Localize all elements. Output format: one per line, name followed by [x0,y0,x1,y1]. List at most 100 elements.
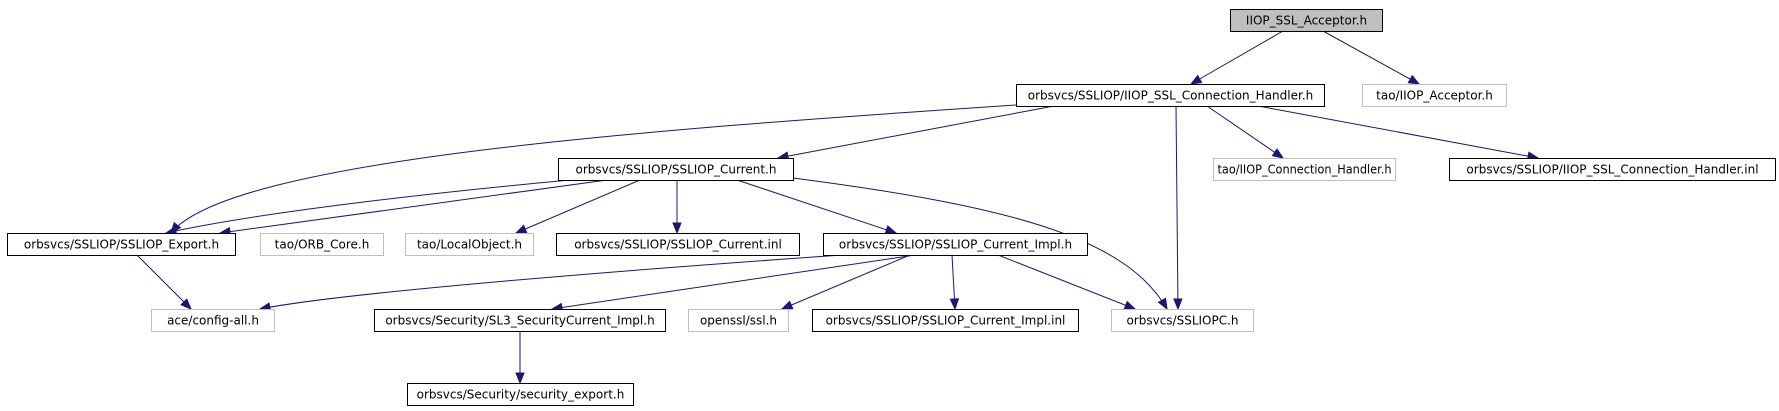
arrowhead-icon [949,298,960,311]
arrowhead-icon [1123,300,1137,310]
node-box [1111,309,1254,332]
node-n14[interactable]: orbsvcs/SSLIOP/SSLIOP_Current_Impl.inl [812,309,1079,332]
node-label: orbsvcs/SSLIOP/SSLIOP_Current_Impl.h [839,238,1072,252]
edge-line [792,177,1168,310]
edge-n0-n2 [1322,30,1421,85]
edge-line [219,179,608,234]
arrowhead-icon [1157,297,1168,311]
edge-line [515,179,641,234]
node-box [823,233,1088,256]
node-n0: IIOP_SSL_Acceptor.h [1230,9,1383,32]
edge-n3-n8 [514,179,641,234]
node-label: tao/IIOP_Connection_Handler.h [1218,163,1392,177]
edge-n10-n15 [997,254,1137,310]
edge-line [1206,105,1284,159]
node-box [1213,158,1396,181]
node-label: openssl/ssl.h [700,314,777,328]
node-label: orbsvcs/SSLIOP/SSLIOP_Current_Impl.inl [826,314,1066,328]
node-label: orbsvcs/Security/security_export.h [417,388,625,402]
edge-n0-n1 [1189,30,1284,85]
arrowhead-icon [514,224,528,234]
node-n2: tao/IIOP_Acceptor.h [1362,84,1507,107]
node-box [1362,84,1507,107]
edge-n6-n11 [136,254,192,310]
edge-line [1175,105,1179,310]
arrowhead-icon [1189,74,1203,85]
node-box [260,233,384,256]
node-n1[interactable]: orbsvcs/SSLIOP/IIOP_SSL_Connection_Handl… [1016,84,1325,107]
arrowhead-icon [515,372,525,385]
edge-n3-n7 [218,179,608,237]
edge-n3-n15 [792,177,1168,311]
edge-n10-n12 [550,254,916,313]
node-label: orbsvcs/SSLIOP/SSLIOP_Current.h [576,163,777,177]
node-label: orbsvcs/SSLIOP/IIOP_SSL_Connection_Handl… [1028,89,1313,103]
node-box [374,309,666,332]
arrowhead-icon [180,298,192,310]
edge-n12-n16 [515,331,525,385]
edge-n1-n3 [776,105,1055,161]
node-n8: tao/LocalObject.h [405,233,534,256]
node-n10[interactable]: orbsvcs/SSLIOP/SSLIOP_Current_Impl.h [823,233,1088,256]
edge-line [1190,30,1284,85]
edge-n3-n10 [736,179,898,235]
arrowhead-icon [1271,148,1285,159]
node-label: ace/config-all.h [167,314,259,328]
edges-layer [136,30,1540,385]
node-box [688,309,789,332]
arrowhead-icon [780,300,794,310]
node-box [1230,9,1383,32]
edge-n10-n14 [949,254,960,311]
arrowhead-icon [1407,74,1421,85]
node-n13: openssl/ssl.h [688,309,789,332]
node-box [407,383,634,406]
node-box [1016,84,1325,107]
node-label: tao/LocalObject.h [417,238,522,252]
node-n12[interactable]: orbsvcs/Security/SL3_SecurityCurrent_Imp… [374,309,666,332]
node-n7: tao/ORB_Core.h [260,233,384,256]
node-n4: tao/IIOP_Connection_Handler.h [1213,158,1396,181]
node-box [558,158,794,181]
edge-line [165,179,571,234]
arrowhead-icon [1173,298,1183,311]
node-label: orbsvcs/SSLIOP/IIOP_SSL_Connection_Handl… [1466,163,1758,177]
edge-line [781,254,911,310]
node-label: tao/ORB_Core.h [275,238,370,252]
node-box [556,233,800,256]
node-label: orbsvcs/SSLIOPC.h [1126,314,1238,328]
node-label: orbsvcs/Security/SL3_SecurityCurrent_Imp… [385,314,654,328]
node-box [812,309,1079,332]
node-n9[interactable]: orbsvcs/SSLIOP/SSLIOP_Current.inl [556,233,800,256]
edge-line [736,179,897,234]
edge-n3-n6 [164,179,571,236]
edge-line [170,104,1017,234]
edge-n10-n11 [258,254,843,312]
node-n5[interactable]: orbsvcs/SSLIOP/IIOP_SSL_Connection_Handl… [1449,158,1776,181]
nodes-layer: IIOP_SSL_Acceptor.h orbsvcs/SSLIOP/IIOP_S… [7,9,1776,406]
edge-n3-n9 [672,180,682,235]
node-box [405,233,534,256]
edge-n1-n4 [1206,105,1285,159]
edge-line [259,254,843,310]
node-n16[interactable]: orbsvcs/Security/security_export.h [407,383,634,406]
node-label: orbsvcs/SSLIOP/SSLIOP_Export.h [24,238,219,252]
node-box [7,233,236,256]
edge-line [551,254,916,310]
arrowhead-icon [672,222,682,235]
node-n11: ace/config-all.h [151,309,275,332]
node-n6[interactable]: orbsvcs/SSLIOP/SSLIOP_Export.h [7,233,236,256]
edge-line [1322,30,1420,85]
edge-line [997,254,1136,310]
edge-line [777,105,1055,159]
node-label: IIOP_SSL_Acceptor.h [1246,14,1367,28]
node-n15: orbsvcs/SSLIOPC.h [1111,309,1254,332]
edge-n1-n15 [1173,105,1183,311]
node-box [151,309,275,332]
node-box [1449,158,1776,181]
node-label: orbsvcs/SSLIOP/SSLIOP_Current.inl [574,238,782,252]
edge-line [1257,105,1539,159]
edge-line [136,254,192,310]
edge-n10-n13 [780,254,911,310]
node-n3[interactable]: orbsvcs/SSLIOP/SSLIOP_Current.h [558,158,794,181]
